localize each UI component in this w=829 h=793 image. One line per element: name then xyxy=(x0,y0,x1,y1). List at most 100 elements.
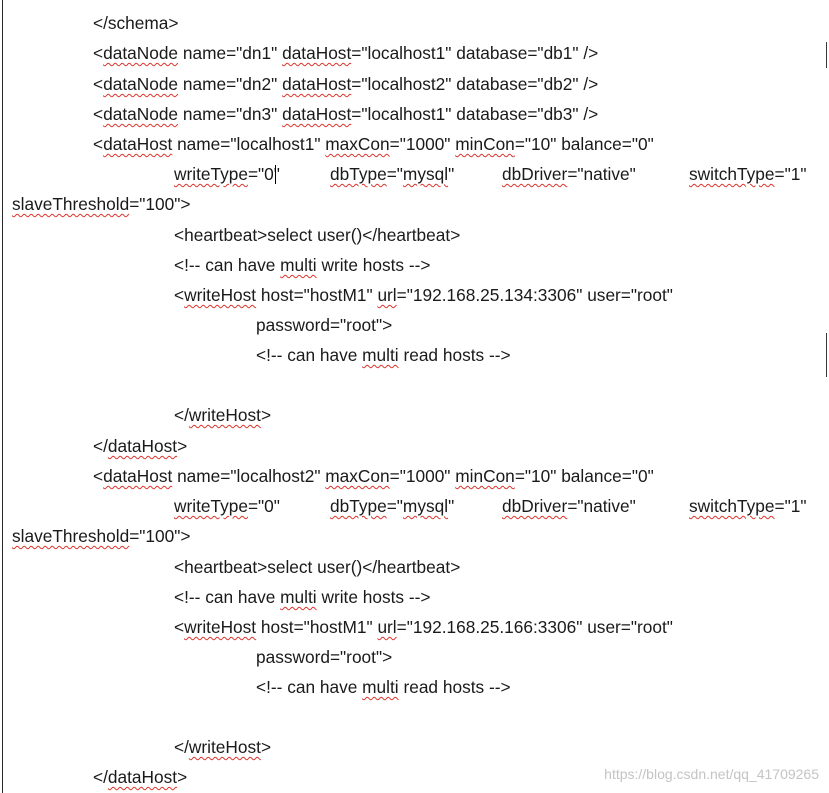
spellcheck-word: dataHost xyxy=(103,134,173,154)
code-line: </dataHost> xyxy=(93,762,187,792)
code-line: slaveThreshold="100"> xyxy=(12,521,191,551)
spellcheck-word: writeHost xyxy=(188,405,261,425)
text-run: < xyxy=(93,134,104,154)
attribute-column: switchType="1" xyxy=(689,159,806,189)
spellcheck-word: dataHost xyxy=(282,43,352,63)
text-run: =" xyxy=(386,164,403,184)
text-run: <heartbeat>select user()</heartbeat> xyxy=(174,225,461,245)
code-line: <writeHost host="hostM1" url="192.168.25… xyxy=(174,612,673,642)
spellcheck-word: dataNode xyxy=(103,43,179,63)
code-line: <!-- can have multi write hosts --> xyxy=(174,582,430,612)
attribute-column: dbType="mysql" xyxy=(330,491,454,521)
text-run: </schema> xyxy=(93,13,179,33)
code-line: <!-- can have multi read hosts --> xyxy=(256,672,511,702)
spellcheck-word: dataNode xyxy=(103,104,179,124)
text-run: > xyxy=(177,436,188,456)
spellcheck-word: multi xyxy=(280,587,317,607)
watermark: https://blog.csdn.net/qq_41709265 xyxy=(604,766,819,782)
text-run: ="1" xyxy=(774,164,807,184)
text-run: </ xyxy=(93,436,108,456)
attribute-column: switchType="1" xyxy=(689,491,806,521)
text-run: < xyxy=(174,285,185,305)
code-line: password="root"> xyxy=(256,642,392,672)
text-run: ="1000" xyxy=(389,134,456,154)
spellcheck-word: mysql xyxy=(402,164,449,184)
spellcheck-word: dbType xyxy=(330,164,387,184)
text-run: ="native" xyxy=(567,496,636,516)
spellcheck-word: dataHost xyxy=(282,74,352,94)
spellcheck-word: minCon xyxy=(455,466,515,486)
text-run: write hosts --> xyxy=(316,587,431,607)
code-line: writeType="0"dbType="mysql"dbDriver="nat… xyxy=(0,159,829,189)
code-line: </writeHost> xyxy=(174,732,271,762)
text-run: =" xyxy=(386,496,403,516)
code-line: <heartbeat>select user()</heartbeat> xyxy=(174,552,460,582)
spellcheck-word: writeHost xyxy=(184,285,257,305)
code-line: </dataHost> xyxy=(93,431,187,461)
text-run: ="100"> xyxy=(129,194,191,214)
text-run: > xyxy=(260,405,272,425)
text-run: < xyxy=(93,104,104,124)
code-line: <dataHost name="localhost1" maxCon="1000… xyxy=(93,129,654,159)
text-run: write hosts --> xyxy=(316,255,431,275)
spellcheck-word: writeHost xyxy=(184,617,257,637)
text-run: password="root"> xyxy=(256,647,393,667)
code-line: </schema> xyxy=(93,8,179,38)
code-line: <!-- can have multi write hosts --> xyxy=(174,250,430,280)
spellcheck-word: url xyxy=(377,617,397,637)
code-line: writeType="0"dbType="mysql"dbDriver="nat… xyxy=(0,491,829,521)
page-left-border xyxy=(2,0,3,793)
text-run: </ xyxy=(174,405,189,425)
text-run: > xyxy=(177,767,188,787)
code-line: </writeHost> xyxy=(174,400,271,430)
attribute-column: dbDriver="native" xyxy=(502,491,636,521)
code-line: <heartbeat>select user()</heartbeat> xyxy=(174,220,460,250)
spellcheck-word: maxCon xyxy=(325,134,390,154)
page-right-edge-mark xyxy=(826,333,827,377)
text-run: name="localhost1" xyxy=(172,134,326,154)
spellcheck-word: dbDriver xyxy=(502,164,568,184)
spellcheck-word: slaveThreshold xyxy=(12,194,130,214)
text-run: host="hostM1" xyxy=(256,285,378,305)
spellcheck-word: dataHost xyxy=(282,104,352,124)
text-run: <!-- can have xyxy=(256,677,363,697)
code-line: <dataNode name="dn2" dataHost="localhost… xyxy=(93,69,598,99)
text-run: < xyxy=(93,74,104,94)
spellcheck-word: multi xyxy=(362,345,399,365)
text-run: <!-- can have xyxy=(174,587,281,607)
text-run: < xyxy=(93,43,104,63)
text-run: ="native" xyxy=(567,164,636,184)
spellcheck-word: multi xyxy=(280,255,317,275)
text-run: <heartbeat>select user()</heartbeat> xyxy=(174,557,461,577)
code-line: <!-- can have multi read hosts --> xyxy=(256,340,511,370)
text-run: < xyxy=(93,466,104,486)
text-run: read hosts --> xyxy=(398,345,511,365)
attribute-column: dbType="mysql" xyxy=(330,159,454,189)
text-run: " xyxy=(448,164,455,184)
text-run: ="0" xyxy=(247,496,280,516)
code-line: <dataNode name="dn3" dataHost="localhost… xyxy=(93,99,598,129)
text-run: ="1000" xyxy=(389,466,456,486)
spellcheck-word: switchType xyxy=(689,164,775,184)
text-run: ="localhost1" database="db1" /> xyxy=(351,43,599,63)
spellcheck-word: maxCon xyxy=(325,466,390,486)
spellcheck-word: dataHost xyxy=(107,767,178,787)
spellcheck-word: dataNode xyxy=(103,74,179,94)
text-run: password="root"> xyxy=(256,315,393,335)
code-line: <writeHost host="hostM1" url="192.168.25… xyxy=(174,280,673,310)
spellcheck-word: dataHost xyxy=(103,466,173,486)
text-run: ="10" balance="0" xyxy=(514,466,654,486)
attribute-column: dbDriver="native" xyxy=(502,159,636,189)
spellcheck-word: dbDriver xyxy=(502,496,568,516)
text-run: name="dn2" xyxy=(178,74,283,94)
text-run: read hosts --> xyxy=(398,677,511,697)
text-run: < xyxy=(174,617,185,637)
spellcheck-word: multi xyxy=(362,677,399,697)
text-run: </ xyxy=(93,767,108,787)
text-run: name="localhost2" xyxy=(172,466,326,486)
spellcheck-word: writeType xyxy=(174,164,248,184)
spellcheck-word: slaveThreshold xyxy=(12,526,130,546)
text-run: ="10" balance="0" xyxy=(514,134,654,154)
text-run: </ xyxy=(174,737,189,757)
code-line: password="root"> xyxy=(256,310,392,340)
